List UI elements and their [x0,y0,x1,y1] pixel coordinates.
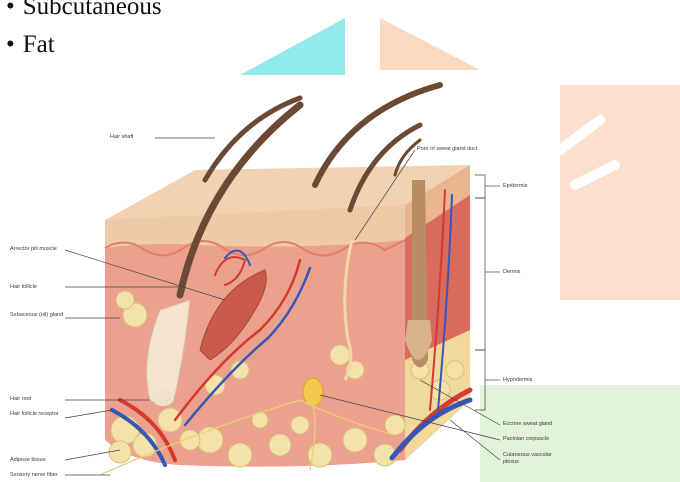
hair-bulb [152,390,174,406]
label-hair-root: Hair root [10,396,31,403]
label-cutaneous-plexus: Cutaneous vascular plexus [503,452,563,465]
label-pore: Pore of sweat gland duct [417,146,478,153]
pacinian-corpuscle [303,378,323,406]
label-eccrine: Eccrine sweat gland [503,421,552,428]
label-epidermis: Epidermis [503,183,527,190]
label-hypodermis: Hypodermis [503,377,532,384]
label-hair-follicle: Hair follicle [10,284,37,291]
layer-brackets [475,175,485,410]
label-dermis: Dermis [503,269,520,276]
label-sensory-nerve-fiber: Sensory nerve fiber [10,472,58,479]
label-hair-shaft: Hair shaft [110,134,134,141]
label-pacinian: Pacinian corpuscle [503,436,549,443]
label-arrector-pili: Arrector pili muscle [10,246,60,253]
label-hair-follicle-receptor: Hair follicle receptor [10,411,65,418]
label-adipose-tissue: Adipose tissue [10,457,46,464]
label-sebaceous-gland: Sebaceous (oil) gland [10,312,65,319]
